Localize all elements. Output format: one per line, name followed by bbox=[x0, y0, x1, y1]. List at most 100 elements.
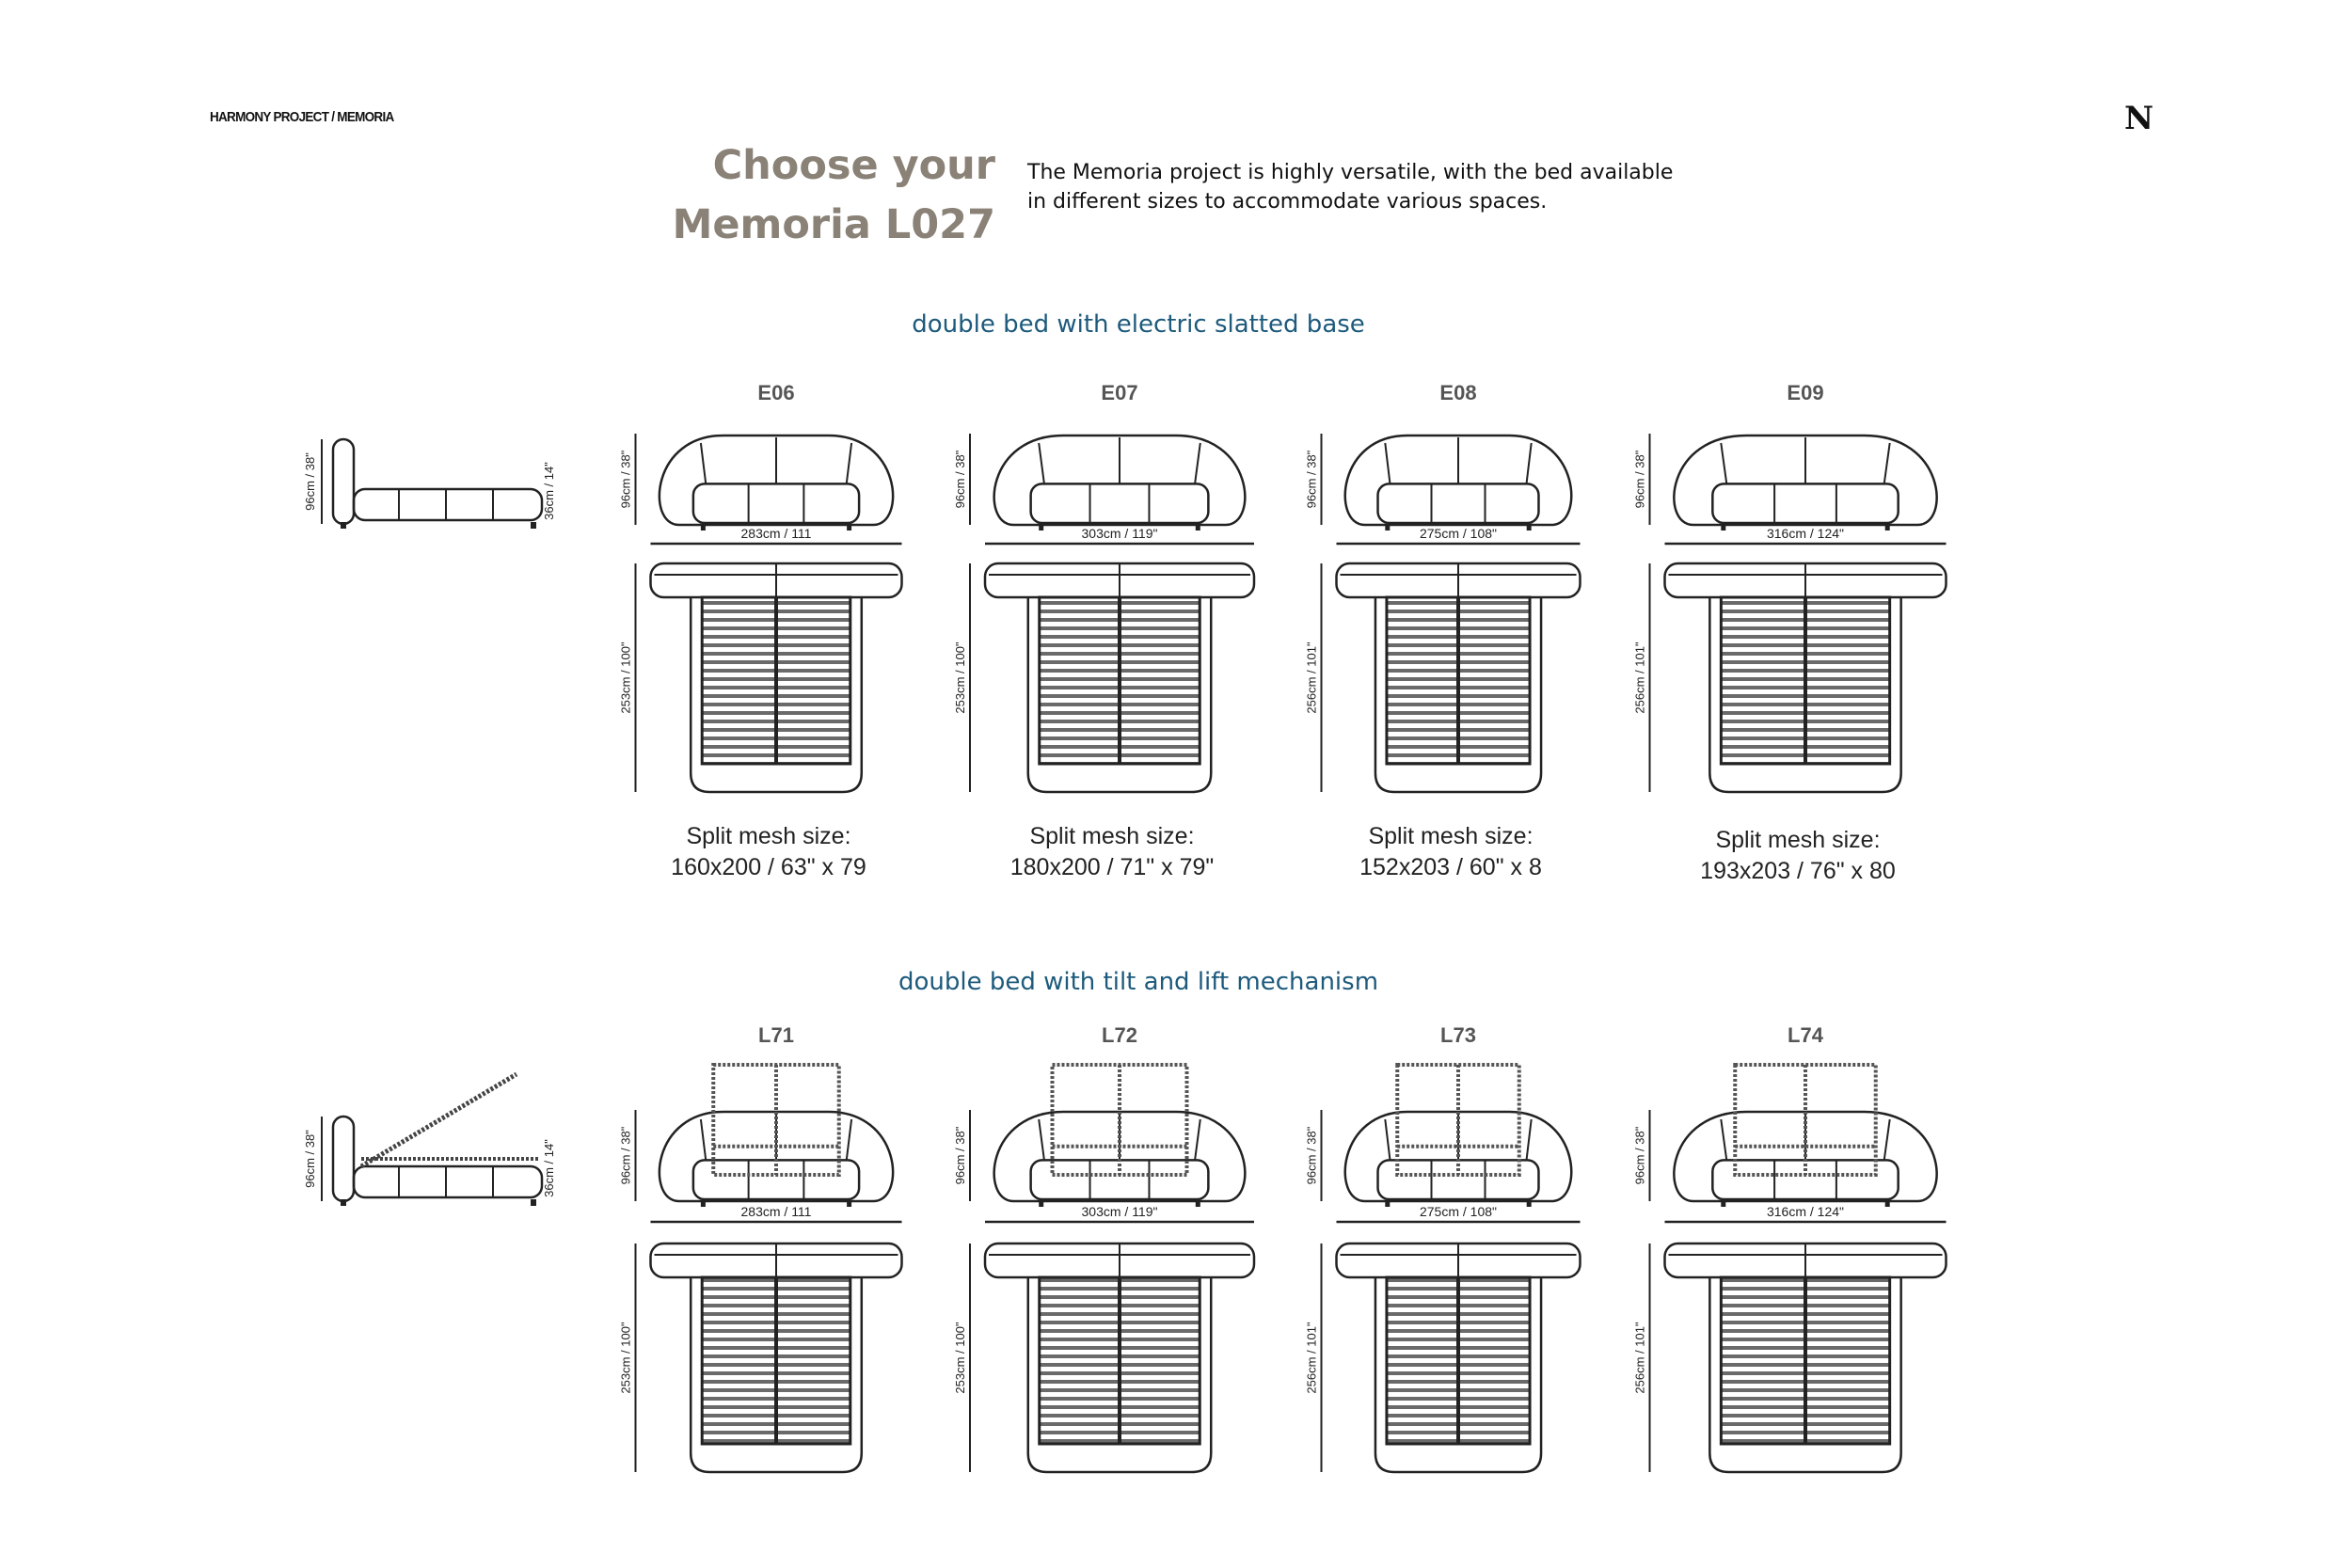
height-label: 96cm / 38" bbox=[619, 450, 633, 508]
foot bbox=[1526, 525, 1532, 531]
base-side bbox=[352, 487, 544, 522]
model-code: E06 bbox=[757, 381, 794, 404]
height-label: 96cm / 38" bbox=[1633, 1126, 1647, 1184]
mesh-size: 193x203 / 76" x 80 bbox=[1700, 858, 1896, 884]
breadcrumb: HARMONY PROJECT / MEMORIA bbox=[210, 109, 394, 125]
mesh-label: Split mesh size: bbox=[686, 823, 850, 849]
foot bbox=[341, 522, 346, 529]
length-label: 253cm / 100" bbox=[619, 641, 633, 714]
model-e06: E06 96cm / 38" 283cm / 111 253cm / 100" Spli… bbox=[619, 381, 903, 880]
base-side bbox=[352, 1164, 544, 1199]
foot bbox=[531, 522, 536, 529]
length-label: 256cm / 101" bbox=[1305, 1322, 1319, 1394]
bed-frame-plan bbox=[1374, 1277, 1543, 1474]
width-label: 283cm / 111 bbox=[741, 1204, 812, 1219]
model-code: E08 bbox=[1439, 381, 1476, 404]
foot bbox=[700, 1201, 706, 1207]
width-label: 275cm / 108" bbox=[1420, 526, 1497, 541]
width-label: 303cm / 119" bbox=[1082, 526, 1158, 541]
side-view: 96cm / 38" 36cm / 14" bbox=[303, 437, 556, 529]
length-label: 256cm / 101" bbox=[1305, 641, 1319, 714]
width-label: 316cm / 124" bbox=[1767, 526, 1844, 541]
side-view: 96cm / 38"36cm / 14" bbox=[303, 1071, 556, 1206]
foot bbox=[1721, 1201, 1726, 1207]
foot bbox=[1195, 525, 1200, 531]
length-label: 256cm / 101" bbox=[1633, 641, 1647, 714]
side-height-label: 96cm / 38" bbox=[303, 452, 317, 511]
section-heading-electric: double bed with electric slatted base bbox=[912, 310, 1365, 339]
headboard-front bbox=[658, 434, 895, 527]
foot bbox=[1039, 1201, 1044, 1207]
section-electric: 96cm / 38" 36cm / 14" E06 96cm / 38" 283cm /… bbox=[303, 381, 1947, 884]
bed-frame-plan bbox=[689, 597, 864, 794]
foot bbox=[341, 1199, 346, 1206]
model-code: L73 bbox=[1440, 1023, 1476, 1047]
height-label: 96cm / 38" bbox=[953, 450, 967, 508]
headboard-side bbox=[331, 437, 356, 526]
section-lift: 96cm / 38"36cm / 14" L71 96cm / 38" 283cm /… bbox=[303, 1023, 1947, 1474]
mesh-label: Split mesh size: bbox=[1368, 823, 1533, 849]
height-label: 96cm / 38" bbox=[1305, 1126, 1319, 1184]
foot bbox=[531, 1199, 536, 1206]
side-height-label: 96cm / 38" bbox=[303, 1130, 317, 1188]
model-e09: E09 96cm / 38" 316cm / 124" 256cm / 101" Spl… bbox=[1633, 381, 1947, 884]
model-e08: E08 96cm / 38" 275cm / 108" 256cm / 101" Spl… bbox=[1305, 381, 1581, 880]
base-front bbox=[691, 483, 861, 525]
model-e07: E07 96cm / 38" 303cm / 119" 253cm / 100" Spl… bbox=[953, 381, 1256, 880]
model-code: E07 bbox=[1101, 381, 1137, 404]
title-line-2: Memoria L027 bbox=[672, 201, 995, 248]
foot bbox=[1884, 525, 1890, 531]
bed-frame-plan bbox=[1708, 1277, 1902, 1474]
base-front bbox=[1711, 483, 1899, 525]
length-label: 253cm / 100" bbox=[953, 1322, 967, 1394]
model-code: E09 bbox=[1787, 381, 1823, 404]
headboard-front bbox=[1673, 1110, 1938, 1203]
foot bbox=[1039, 525, 1044, 531]
foot bbox=[847, 525, 852, 531]
section-heading-lift: double bed with tilt and lift mechanism bbox=[898, 968, 1379, 996]
height-label: 96cm / 38" bbox=[619, 1126, 633, 1184]
title-line-1: Choose your bbox=[712, 142, 995, 189]
height-label: 96cm / 38" bbox=[953, 1126, 967, 1184]
model-code: L72 bbox=[1102, 1023, 1137, 1047]
length-label: 253cm / 100" bbox=[953, 641, 967, 714]
brand-logo: N bbox=[2124, 100, 2154, 137]
headboard-front bbox=[1343, 434, 1573, 527]
headboard-front bbox=[993, 1110, 1247, 1203]
bed-frame-plan bbox=[1708, 597, 1902, 794]
page-title: Choose your Memoria L027 bbox=[673, 136, 995, 255]
width-label: 316cm / 124" bbox=[1767, 1204, 1844, 1219]
bed-frame-plan bbox=[1026, 597, 1213, 794]
mesh-size: 160x200 / 63" x 79 bbox=[671, 854, 866, 880]
foot bbox=[1884, 1201, 1890, 1207]
headboard-front bbox=[1673, 434, 1938, 527]
width-label: 283cm / 111 bbox=[741, 526, 812, 541]
foot bbox=[1195, 1201, 1200, 1207]
width-label: 275cm / 108" bbox=[1420, 1204, 1497, 1219]
height-label: 96cm / 38" bbox=[1305, 450, 1319, 508]
headboard-front bbox=[658, 1110, 895, 1203]
mesh-size: 152x203 / 60" x 8 bbox=[1359, 854, 1542, 880]
model-code: L74 bbox=[1788, 1023, 1824, 1047]
headboard-side bbox=[331, 1115, 356, 1203]
headboard-front bbox=[993, 434, 1247, 527]
bed-frame-plan bbox=[1374, 597, 1543, 794]
width-label: 303cm / 119" bbox=[1082, 1204, 1158, 1219]
length-label: 256cm / 101" bbox=[1633, 1322, 1647, 1394]
model-l73: L73 96cm / 38" 275cm / 108" 256cm / 101" bbox=[1305, 1023, 1581, 1474]
bed-frame-plan bbox=[1026, 1277, 1213, 1474]
mesh-size: 180x200 / 71" x 79" bbox=[1010, 854, 1215, 880]
mesh-label: Split mesh size: bbox=[1029, 823, 1194, 849]
foot bbox=[1385, 525, 1391, 531]
side-base-height-label: 36cm / 14" bbox=[542, 462, 556, 520]
intro-text: The Memoria project is highly versatile,… bbox=[1027, 158, 1673, 216]
foot bbox=[847, 1201, 852, 1207]
height-label: 96cm / 38" bbox=[1633, 450, 1647, 508]
mesh-label: Split mesh size: bbox=[1715, 827, 1880, 853]
bed-frame-plan bbox=[689, 1277, 864, 1474]
model-l72: L72 96cm / 38" 303cm / 119" 253cm / 100" bbox=[953, 1023, 1256, 1474]
foot bbox=[1385, 1201, 1391, 1207]
model-code: L71 bbox=[758, 1023, 794, 1047]
